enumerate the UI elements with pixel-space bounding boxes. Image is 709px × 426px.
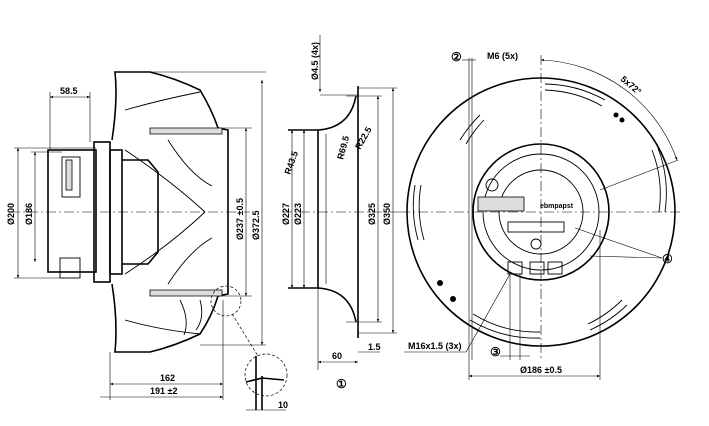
impeller-blades: [124, 91, 213, 335]
dim-dia-372: Ø372.5: [251, 210, 261, 240]
dim-191: 191 ±2: [150, 386, 177, 396]
balance-mark: [613, 112, 619, 118]
rotor-hub: [109, 149, 123, 275]
cable-gland: [59, 257, 81, 279]
marker-4: ④: [662, 252, 673, 266]
balance-mark: [450, 296, 456, 302]
cable-gland-1: [507, 261, 523, 275]
cable-gland-3: [547, 261, 563, 275]
thread-m6: M6 (5x): [487, 51, 518, 61]
detail-marker-circle: [210, 285, 242, 317]
marker-1: ①: [336, 377, 347, 391]
dim-dia-227: Ø227: [281, 203, 291, 225]
side-view: 58.5 Ø200 Ø186 Ø237 ±0.5 Ø372.5 162 191 …: [6, 71, 288, 411]
dim-dia-200: Ø200: [6, 203, 16, 225]
dim-58-5: 58.5: [60, 86, 78, 96]
leader-4: [574, 227, 663, 259]
impeller-disc-top: [149, 127, 223, 135]
angle-ext-line: [599, 159, 679, 191]
capacitor: [485, 178, 499, 192]
inlet-ring-view: Ø4.5 (4x) R43.5 R69.5 R22.5 Ø227 Ø223 Ø3…: [281, 35, 400, 391]
dim-dia-237: Ø237 ±0.5: [235, 198, 245, 240]
dim-r69: R69.5: [335, 135, 351, 161]
dim-dia-325: Ø325: [367, 203, 377, 225]
dim-detail-10: 10: [278, 400, 288, 410]
marker-2: ②: [451, 50, 462, 64]
dim-dia-186: Ø186: [24, 203, 34, 225]
blade-edge: [179, 299, 203, 336]
dim-dia-350: Ø350: [382, 203, 392, 225]
thread-m16: M16x1.5 (3x): [408, 341, 462, 351]
connection-cable: [477, 196, 525, 212]
angle-5x72: 5x72°: [619, 74, 644, 97]
angle-arc: [540, 58, 678, 161]
dim-dia-223: Ø223: [293, 203, 303, 225]
balance-mark: [437, 280, 443, 286]
warning-label: [507, 221, 565, 233]
dim-r22: R22.5: [353, 125, 374, 151]
impeller-outline: [111, 71, 229, 353]
dim-r43: R43.5: [282, 150, 300, 176]
cable-gland-2: [529, 261, 545, 275]
dim-holes: Ø4.5 (4x): [310, 42, 320, 80]
leader-4b: [589, 255, 663, 259]
marker-3: ③: [490, 345, 501, 359]
balance-mark: [619, 117, 625, 123]
leader-m16: [465, 273, 511, 353]
ground-symbol: [530, 238, 542, 250]
detail-enlarged-circle: [244, 353, 288, 397]
impeller-disc-bottom: [149, 289, 223, 297]
rotor: [122, 159, 159, 265]
rotor-circle: [498, 169, 584, 255]
terminal-strip: [65, 159, 73, 191]
front-view: ebmpapst ② M6 (5x) 5x72° ④ M16x1.5 (3x) …: [400, 50, 680, 380]
detail-leader: [231, 313, 259, 357]
terminal-box: [61, 156, 81, 198]
dim-60: 60: [332, 351, 342, 361]
motor-housing: [47, 149, 97, 273]
brand-logo: ebmpapst: [540, 203, 574, 210]
dim-162: 162: [160, 373, 175, 383]
detail-profile: [245, 356, 285, 410]
dim-dia-186-front: Ø186 ±0.5: [520, 365, 562, 375]
dim-1-5: 1.5: [368, 342, 381, 352]
